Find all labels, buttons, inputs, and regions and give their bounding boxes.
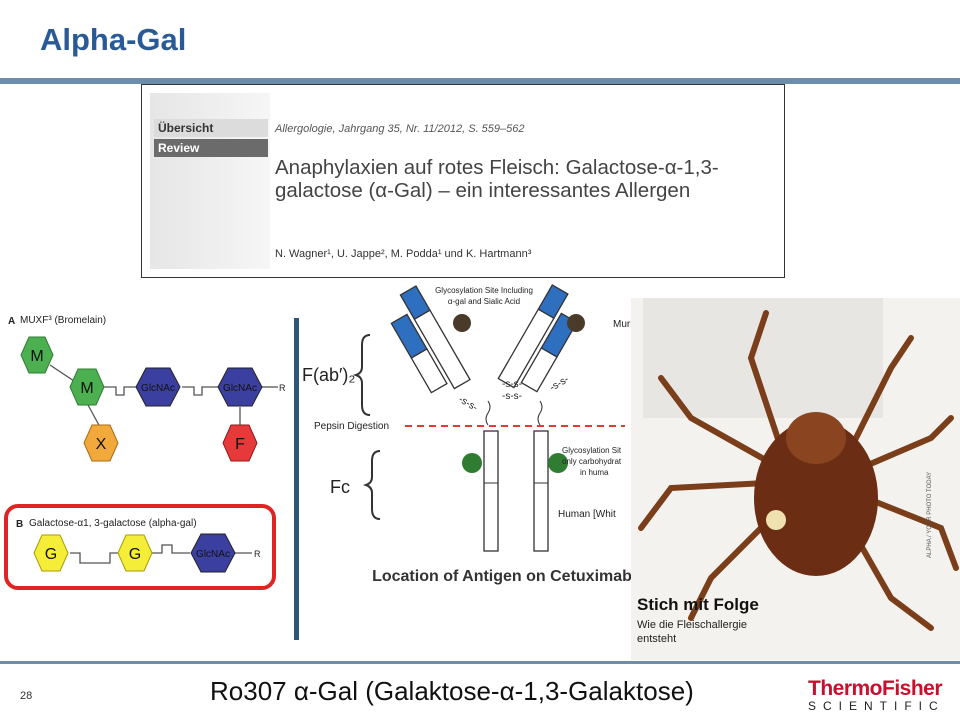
mannose-node-top: M	[20, 336, 54, 374]
tick-lone-star-spot	[766, 510, 786, 530]
galactose-label-2: G	[129, 546, 141, 563]
fucose-label: F	[235, 436, 245, 453]
fab-glycan-left	[453, 314, 471, 332]
footer-divider	[0, 661, 960, 664]
glcnac-label-1: GlcNAc	[141, 383, 175, 394]
panel-b-letter: B	[16, 519, 23, 530]
disulfide-center-2: -s-s-	[502, 391, 522, 402]
vertical-divider	[294, 318, 299, 640]
fc-glycan-left	[462, 453, 482, 473]
panel-a-label: MUXF³ (Bromelain)	[20, 315, 106, 326]
title-divider	[0, 78, 960, 84]
glyco-site-line-1: Glycosylation Sit	[562, 446, 622, 455]
footer-caption: Ro307 α-Gal (Galaktose-α-1,3-Galaktose)	[210, 676, 694, 706]
tick-legs	[638, 310, 959, 631]
antibody-caption: Location of Antigen on Cetuximab	[372, 568, 632, 585]
galactose-node-1: G	[33, 534, 69, 572]
glyco-note-line-1: Glycosylation Site Including	[435, 286, 533, 295]
lone-star-tick-photo: Stich mit Folge Wie die Fleischallergie …	[631, 298, 960, 660]
slide-title: Alpha-Gal	[40, 22, 187, 57]
glyco-site-line-2: only carbohydrat	[562, 457, 622, 466]
mannose-label-top: M	[30, 348, 43, 365]
xylose-node: X	[83, 424, 119, 462]
mannose-node-lower: M	[69, 368, 105, 406]
reducing-end-a: R	[279, 383, 286, 393]
fab-brace	[352, 334, 371, 416]
fab-glycan-right	[567, 314, 585, 332]
thermo-fisher-logo: ThermoFisher SCIENTIFIC	[808, 677, 945, 717]
photo-subline-2: entsteht	[637, 633, 676, 645]
tick-body	[754, 420, 878, 576]
photo-subline-1: Wie die Fleischallergie	[637, 619, 747, 631]
glcnac-node-1: GlcNAc	[135, 367, 181, 407]
reducing-end-b: R	[254, 549, 261, 559]
paper-headline: Anaphylaxien auf rotes Fleisch: Galactos…	[275, 156, 719, 202]
disulfide-left: -s-s-	[457, 394, 480, 414]
photo-side-text: ALPHA / YOUR PHOTO TODAY	[927, 472, 933, 558]
paper-excerpt: Übersicht Review Allergologie, Jahrgang …	[141, 84, 785, 278]
fc-brace	[362, 450, 381, 520]
logo-line-1: ThermoFisher	[808, 677, 943, 700]
human-label: Human [Whit	[558, 509, 616, 520]
galactose-node-2: G	[117, 534, 153, 572]
fab-label: F(ab′)₂	[302, 365, 355, 385]
fucose-node: F	[222, 424, 258, 462]
fab-arm-left	[390, 285, 471, 394]
panel-b-bonds	[70, 544, 252, 564]
tick-head	[786, 412, 846, 464]
alpha-gal-highlight-box	[4, 504, 276, 590]
glyco-site-line-3: in huma	[580, 468, 609, 477]
glcnac-label-2: GlcNAc	[223, 383, 257, 394]
logo-line-2: SCIENTIFIC	[808, 699, 945, 713]
paper-tab-overview: Übersicht	[154, 119, 268, 137]
panel-a-letter: A	[8, 316, 15, 327]
fc-glycan-right	[548, 453, 568, 473]
page-number: 28	[20, 690, 33, 702]
fc-label: Fc	[330, 477, 350, 497]
galactose-label-1: G	[45, 546, 57, 563]
glcnac-node-2: GlcNAc	[217, 367, 263, 407]
glyco-note-line-2: α-gal and Sialic Acid	[448, 297, 520, 306]
fc-chain-right	[533, 430, 549, 552]
glcnac-node-b: GlcNAc	[190, 533, 236, 573]
xylose-label: X	[96, 436, 107, 453]
hinge-right	[537, 400, 543, 426]
glcnac-label-b: GlcNAc	[196, 549, 230, 560]
disulfide-right: -s-s-	[548, 374, 571, 394]
photo-headline: Stich mit Folge	[637, 595, 759, 614]
murine-label: Murin	[613, 319, 638, 330]
pepsin-label: Pepsin Digestion	[314, 421, 389, 432]
paper-authors: N. Wagner¹, U. Jappe², M. Podda¹ und K. …	[275, 248, 532, 260]
paper-journal-citation: Allergologie, Jahrgang 35, Nr. 11/2012, …	[275, 123, 525, 135]
glycan-structures-diagram: A MUXF³ (Bromelain) M M GlcNAc GlcNAc X …	[4, 315, 286, 590]
paper-tab-review: Review	[154, 139, 268, 157]
panel-b-label: Galactose-α1, 3-galactose (alpha-gal)	[29, 518, 197, 529]
fc-chain-left	[483, 430, 499, 552]
mannose-label-lower: M	[80, 380, 93, 397]
cetuximab-antibody-diagram: Glycosylation Site Including α-gal and S…	[302, 284, 638, 552]
disulfide-center-1: -s-s-	[502, 379, 522, 390]
hinge-left	[485, 400, 491, 426]
